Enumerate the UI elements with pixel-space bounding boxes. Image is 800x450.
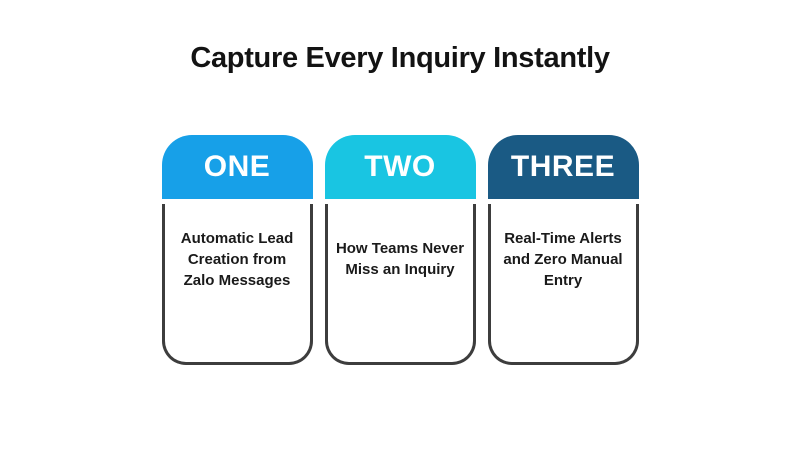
card-two-header-label: TWO (364, 150, 436, 183)
card-one-header: ONE (161, 135, 313, 199)
card-three-text-zone: Real-Time Alerts and Zero Manual Entry (491, 226, 636, 292)
cards-row: ONE Automatic Lead Creation from Zalo Me… (0, 135, 800, 365)
card-one-body: Automatic Lead Creation from Zalo Messag… (161, 204, 313, 365)
card-three-header-label: THREE (510, 150, 616, 183)
card-three-header: THREE (487, 135, 639, 199)
card-three: THREE Real-Time Alerts and Zero Manual E… (487, 135, 639, 365)
card-one-text: Automatic Lead Creation from Zalo Messag… (180, 229, 294, 289)
card-two-text-zone: How Teams Never Miss an Inquiry (328, 226, 473, 292)
card-one-header-label: ONE (203, 150, 271, 183)
card-two-body: How Teams Never Miss an Inquiry (324, 204, 476, 365)
page-title: Capture Every Inquiry Instantly (190, 42, 610, 74)
card-two-header: TWO (324, 135, 476, 199)
card-one-text-zone: Automatic Lead Creation from Zalo Messag… (165, 226, 310, 292)
card-three-body: Real-Time Alerts and Zero Manual Entry (487, 204, 639, 365)
card-three-text: Real-Time Alerts and Zero Manual Entry (503, 229, 623, 289)
card-two-text: How Teams Never Miss an Inquiry (335, 240, 465, 278)
card-one: ONE Automatic Lead Creation from Zalo Me… (161, 135, 313, 365)
card-two: TWO How Teams Never Miss an Inquiry (324, 135, 476, 365)
